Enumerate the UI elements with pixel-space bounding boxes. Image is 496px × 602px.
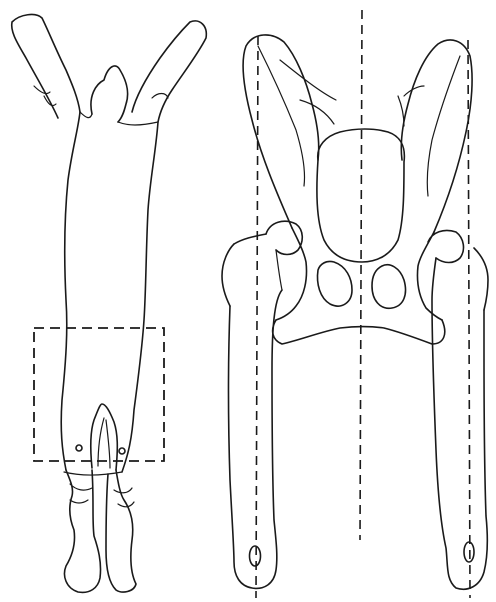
right-greater-trochanter — [474, 248, 488, 310]
left-ilium-crest-line — [280, 60, 336, 100]
left-ilium-wing — [243, 35, 319, 228]
neck-shoulder-line — [80, 112, 158, 125]
left-lower-limb — [65, 470, 101, 592]
left-femur-shaft — [229, 234, 283, 588]
left-greater-trochanter — [222, 244, 234, 306]
left-limb-outline — [12, 15, 80, 118]
pelvis-femur-panel — [222, 10, 488, 598]
tail-stub-outline — [91, 66, 128, 122]
body-outline-panel — [12, 15, 207, 593]
right-femur-shaft — [432, 258, 487, 589]
right-obturator-foramen — [372, 265, 406, 308]
right-femur-condyle-oval — [464, 542, 474, 562]
left-ilium-ridge — [258, 46, 305, 186]
lower-limb-joint-left — [70, 484, 92, 503]
pelvic-body-right — [417, 232, 442, 320]
central-dashed-guide — [360, 10, 362, 540]
ischial-table — [273, 320, 445, 344]
left-obturator-foramen — [318, 261, 353, 306]
right-limb-outline — [132, 21, 206, 122]
lower-limb-joint-right — [114, 488, 134, 507]
torso-left-edge — [61, 112, 80, 470]
sacral-wisp-left — [300, 100, 334, 124]
right-femoral-head — [428, 230, 463, 262]
right-ilium-wing — [401, 40, 472, 232]
torso-right-edge — [122, 122, 158, 472]
left-limb-detail — [34, 86, 56, 106]
right-ilium-crest-line — [404, 86, 424, 96]
left-dashed-guide — [256, 36, 258, 598]
left-femur-neck — [276, 250, 282, 290]
left-marker-circle — [76, 445, 82, 451]
right-marker-circle — [119, 448, 125, 454]
right-limb-detail — [152, 94, 168, 99]
sacral-wisp-right — [398, 96, 404, 126]
left-femur-condyle-oval — [250, 546, 261, 566]
